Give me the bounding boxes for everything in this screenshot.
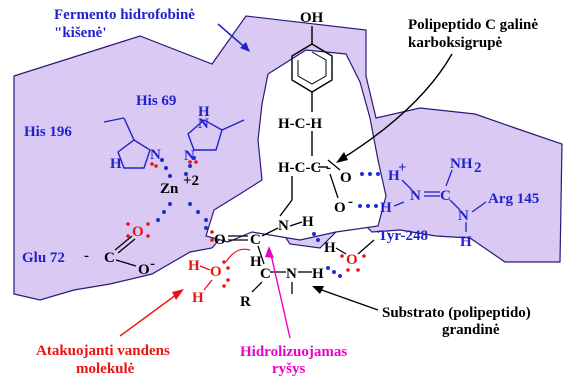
carboxyl-o-charge: - [348,194,353,210]
tyr248-label: Tyr-248 [378,228,428,244]
bond-arrow [269,249,291,339]
water-label-line2: molekulė [76,361,135,377]
his196-n: N [150,147,161,163]
tyr-oh: OH [300,10,324,26]
phenyl-ring-inner [297,51,327,85]
his69-nh-n: N [198,116,209,132]
glu72-bond: - [84,248,89,264]
substrate-alpha-carbon: H-C-C [278,160,321,176]
tyr248-h: H [324,240,336,256]
substrate-arrow [315,287,379,311]
water-label-line1: Atakuojanti vandens [36,343,170,359]
arg-nh2: NH [450,156,473,172]
glu72-o1: O [132,224,144,240]
arg-n-lower-h: H [460,234,472,250]
glu72-lone-pairs [126,222,150,238]
his196-nh: H [110,156,122,172]
zinc-charge: +2 [183,173,199,189]
c-term-arrowhead [336,152,348,163]
zinc-coordination-dots [156,156,208,222]
backbone-nh2: H [312,266,324,282]
substrate-channel [205,49,387,243]
carboxyl-dash: - [326,160,331,176]
zinc-carbonyl-dots [204,226,208,230]
arg-h2: H [380,200,392,216]
his69-imidazole [187,119,245,151]
arg-c: C [440,188,451,204]
c-term-label-line2: karboksigrupė [408,35,503,51]
bond-label-line2: ryšys [272,361,305,377]
tyr248-o: O [346,252,358,268]
pocket-label-line2: "kišenė' [54,25,107,41]
arg145-label: Arg 145 [488,191,539,207]
water-o: O [210,264,222,280]
substrate-arrowhead [312,286,324,294]
pocket-label-line1: Fermento hidrofobinė [54,7,195,23]
carbonyl-o: O [214,232,226,248]
substrate-label-line2: grandinė [442,322,500,338]
arg-plus: + [398,160,407,176]
substrate-ch2: H-C-H [278,116,322,132]
arg-nh2-sub: 2 [474,160,482,176]
carbonyl-lone-pairs [210,230,214,242]
backbone-n2: N [286,266,297,282]
arg-hbond-dots [358,172,380,208]
water-h2: H [192,290,204,306]
zinc-atom: Zn [160,181,179,197]
lone-pair-dots-his [150,160,198,168]
water-lone-pairs [222,260,230,288]
his69-nh-h: H [198,104,210,120]
glu72-label: Glu 72 [22,250,65,266]
arg-n-lower: N [458,208,469,224]
alpha-h: H [250,254,262,270]
carboxyl-o-double: O [340,170,352,186]
side-chain-r: R [240,294,251,310]
his196-imidazole [103,117,151,169]
alpha-c-2: C [260,266,271,282]
tyr248-lone-pairs [340,254,366,272]
water-arrow [119,291,181,337]
glu72-c: C [104,250,115,266]
his69-n: N [184,148,195,164]
bond-label-line1: Hidrolizuojamas [240,344,347,360]
tyr248-hbond-dots [312,232,342,278]
arg-h1: H [388,168,400,184]
carbonyl-c: C [250,232,261,248]
his69-label: His 69 [136,93,176,109]
scissile-nh: H [302,214,314,230]
his196-label: His 196 [24,124,72,140]
bond-arrowhead [265,246,274,258]
c-term-label-line1: Polipeptido C galinė [408,17,538,33]
attack-curve-arrow [225,248,251,263]
substrate-label-line1: Substrato (polipeptido) [382,305,531,321]
scissile-n: N [278,218,289,234]
pocket-arrowhead [240,42,250,52]
arg-n-plus: N [410,188,421,204]
glu72-o2-charge: - [150,256,155,272]
carboxyl-o-minus: O [334,200,346,216]
glu72-o2: O [138,262,150,278]
c-term-arrow [339,53,453,161]
water-arrowhead [172,289,184,300]
water-h1: H [188,258,200,274]
